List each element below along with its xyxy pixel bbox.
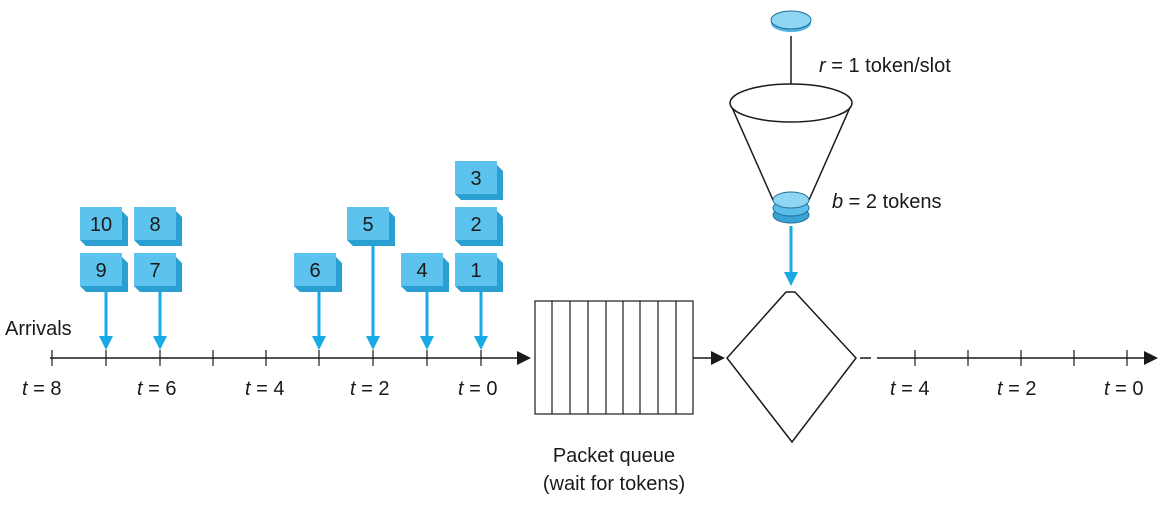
queue-label: Packet queue xyxy=(553,445,675,467)
packet-face xyxy=(134,207,176,240)
packet: 3 xyxy=(455,161,503,200)
arrivals-ticks xyxy=(51,350,482,366)
packet-depth xyxy=(294,257,342,292)
bucket-var: b xyxy=(832,191,843,213)
packet-depth xyxy=(80,211,128,246)
packet-face xyxy=(455,161,497,194)
arrival-arrowhead xyxy=(420,336,434,350)
packet: 9 xyxy=(80,253,128,292)
time-var: t xyxy=(22,378,29,400)
packet-depth xyxy=(134,211,182,246)
packet-number: 7 xyxy=(149,260,160,282)
bucket-value: = 2 tokens xyxy=(843,191,941,213)
time-var: t xyxy=(137,378,144,400)
packet-face xyxy=(455,253,497,286)
queue-out-arrowhead xyxy=(711,351,725,365)
time-label-t8: t = 8 xyxy=(22,378,61,400)
token-disc-icon xyxy=(772,191,810,209)
arrival-arrowhead xyxy=(153,336,167,350)
arrival-arrowhead xyxy=(474,336,488,350)
rate-var: r xyxy=(819,55,827,77)
output-time-label-t2: t = 2 xyxy=(997,378,1036,400)
time-value: = 4 xyxy=(251,378,285,400)
packet-number: 4 xyxy=(416,260,427,282)
packet-number: 1 xyxy=(470,260,481,282)
packet-depth xyxy=(401,257,449,292)
time-value: = 4 xyxy=(896,378,930,400)
time-value: = 2 xyxy=(1003,378,1037,400)
packet-face xyxy=(455,207,497,240)
output-time-label-t4: t = 4 xyxy=(890,378,929,400)
packet-face xyxy=(401,253,443,286)
time-var: t xyxy=(458,378,465,400)
output-ticks xyxy=(914,350,1128,366)
packet-face xyxy=(80,207,122,240)
time-var: t xyxy=(997,378,1004,400)
packet-number: 6 xyxy=(309,260,320,282)
packet: 10 xyxy=(80,207,128,246)
time-label-t4: t = 4 xyxy=(245,378,284,400)
time-label-t2: t = 2 xyxy=(350,378,389,400)
packet-number: 2 xyxy=(470,214,481,236)
packet: 4 xyxy=(401,253,449,292)
packet-number: 9 xyxy=(95,260,106,282)
arrival-arrowhead xyxy=(99,336,113,350)
token-disc-icon-top xyxy=(770,10,812,30)
packet: 1 xyxy=(455,253,503,292)
packet-face xyxy=(134,253,176,286)
time-label-t6: t = 6 xyxy=(137,378,176,400)
packet: 6 xyxy=(294,253,342,292)
arrivals-timeline: Arrivals t = 8 t = 6 t = 4 t = 2 t = 0 xyxy=(5,318,531,400)
time-var: t xyxy=(245,378,252,400)
rate-value: = 1 token/slot xyxy=(826,55,952,77)
queue-sublabel: (wait for tokens) xyxy=(543,473,685,495)
packets: 10 9 8 7 6 5 4 3 2 1 xyxy=(80,161,503,292)
time-value: = 8 xyxy=(28,378,62,400)
arrivals-axis-arrowhead xyxy=(517,351,531,365)
packet: 7 xyxy=(134,253,182,292)
packet-number: 8 xyxy=(149,214,160,236)
packet-number: 10 xyxy=(90,214,112,236)
arrival-arrowhead xyxy=(312,336,326,350)
arrival-arrows xyxy=(99,240,488,350)
output-time-label-t0: t = 0 xyxy=(1104,378,1143,400)
arrival-arrowhead xyxy=(366,336,380,350)
packet-face xyxy=(80,253,122,286)
time-value: = 2 xyxy=(356,378,390,400)
token-release-arrowhead xyxy=(784,272,798,286)
packet-face xyxy=(294,253,336,286)
packet: 8 xyxy=(134,207,182,246)
bucket-rim xyxy=(729,83,853,123)
packet-depth xyxy=(455,165,503,200)
packet-depth xyxy=(455,257,503,292)
time-label-t0: t = 0 xyxy=(458,378,497,400)
queue-box xyxy=(534,300,694,415)
packet-number: 5 xyxy=(362,214,373,236)
packet-depth xyxy=(80,257,128,292)
time-value: = 0 xyxy=(1110,378,1144,400)
packet-number: 3 xyxy=(470,168,481,190)
packet-depth xyxy=(134,257,182,292)
time-var: t xyxy=(350,378,357,400)
token-bucket-icon: b = 2 tokens xyxy=(729,83,942,224)
packet: 2 xyxy=(455,207,503,246)
output-timeline: t = 4 t = 2 t = 0 xyxy=(860,350,1158,400)
arrivals-label: Arrivals xyxy=(5,318,72,340)
packet-face xyxy=(347,207,389,240)
packet-depth xyxy=(347,211,395,246)
rate-label: r = 1 token/slot xyxy=(819,55,951,77)
packet-queue: Packet queue (wait for tokens) xyxy=(534,300,694,495)
queue-slot-lines xyxy=(551,301,677,414)
diamond-regulator-icon xyxy=(726,291,857,444)
packet: 5 xyxy=(347,207,395,246)
time-var: t xyxy=(1104,378,1111,400)
time-value: = 0 xyxy=(464,378,498,400)
time-var: t xyxy=(890,378,897,400)
bucket-size-label: b = 2 tokens xyxy=(832,191,942,213)
packet-depth xyxy=(455,211,503,246)
time-value: = 6 xyxy=(143,378,177,400)
output-axis-arrowhead xyxy=(1144,351,1158,365)
